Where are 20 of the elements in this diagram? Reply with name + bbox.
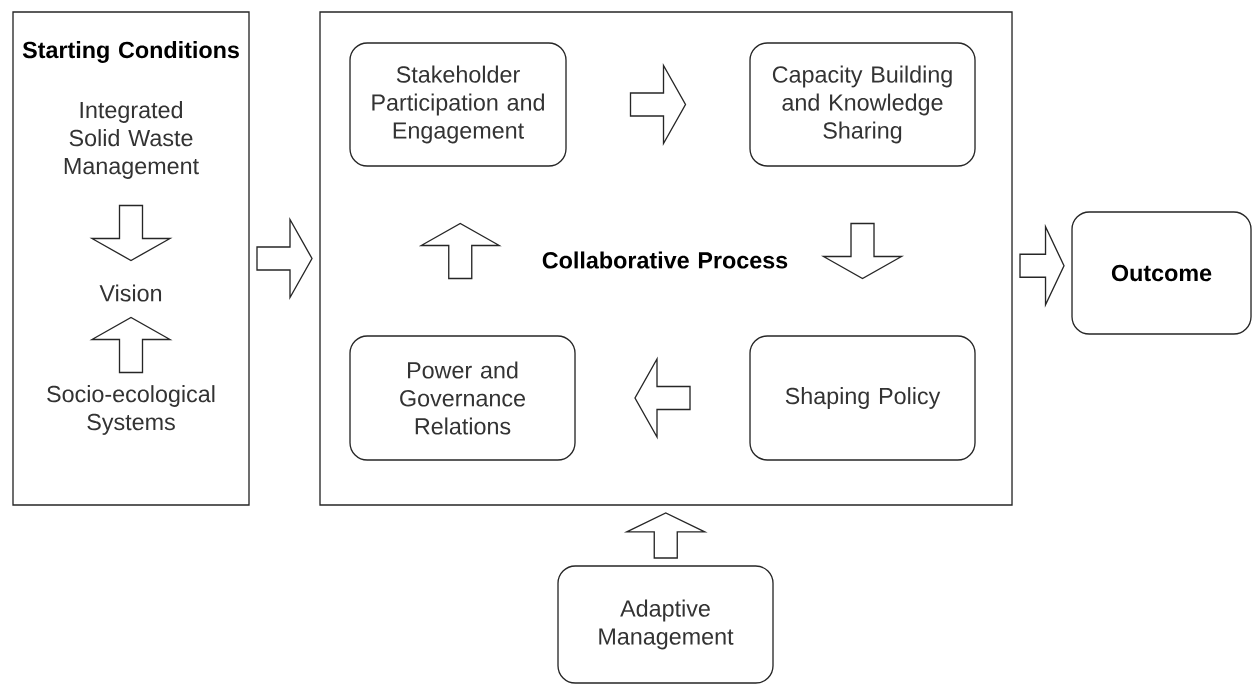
rounded-box: Capacity Building and Knowledge Sharing xyxy=(749,42,976,167)
text-label: Vision xyxy=(99,284,162,302)
rounded-box: Stakeholder Participation and Engagement xyxy=(349,42,567,167)
block-arrow xyxy=(256,216,313,301)
rounded-box: Power and Governance Relations xyxy=(349,335,576,461)
block-arrow xyxy=(89,316,173,374)
panel-title: Collaborative Process xyxy=(542,251,788,269)
rounded-box: Shaping Policy xyxy=(749,335,976,461)
block-arrow xyxy=(629,62,687,147)
text-label: Socio-ecological Systems xyxy=(47,385,215,435)
block-arrow xyxy=(634,356,691,440)
block-arrow xyxy=(1019,223,1065,308)
block-arrow xyxy=(623,512,708,559)
block-arrow xyxy=(89,204,173,262)
text-label: Integrated Solid Waste Management xyxy=(64,101,199,179)
rounded-box: Adaptive Management xyxy=(557,565,774,684)
block-arrow xyxy=(820,222,905,280)
rounded-box: Outcome xyxy=(1071,211,1252,335)
panel-title: Starting Conditions xyxy=(22,41,239,63)
block-arrow xyxy=(418,222,502,280)
